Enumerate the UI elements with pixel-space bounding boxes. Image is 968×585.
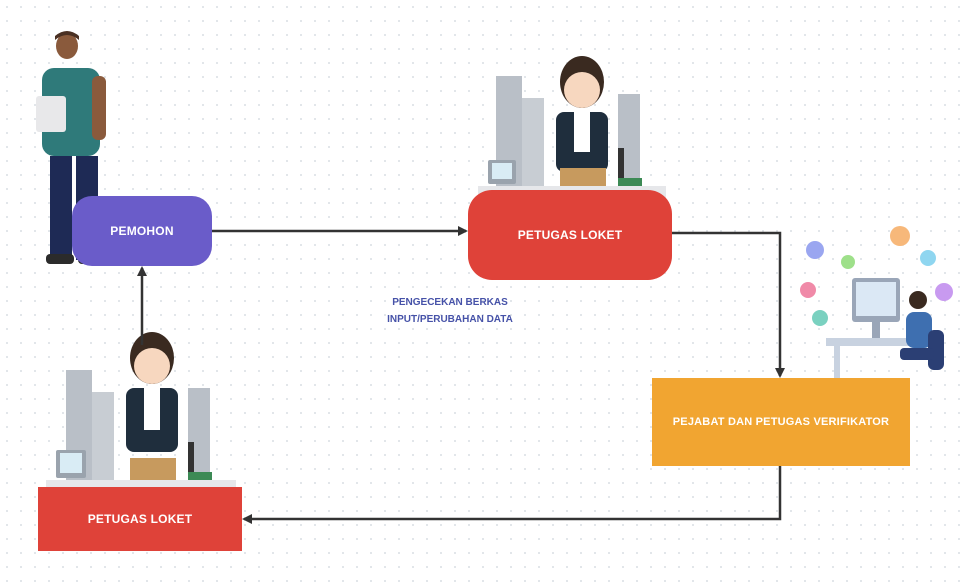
node-verifikator-label: PEJABAT DAN PETUGAS VERIFIKATOR: [672, 416, 890, 428]
edge-verifikator-to-loket-bottom: [242, 466, 782, 524]
node-pemohon-label: PEMOHON: [110, 224, 174, 238]
connector-lines: [137, 226, 785, 524]
verifier-workstation-icon: [800, 226, 953, 392]
node-petugas-loket-bottom: PETUGAS LOKET: [38, 487, 242, 551]
node-verifikator: PEJABAT DAN PETUGAS VERIFIKATOR: [652, 378, 910, 466]
node-pemohon: PEMOHON: [72, 196, 212, 266]
edge-label: PENGECEKAN BERKAS INPUT/PERUBAHAN DATA: [330, 294, 570, 328]
node-petugas-loket-top: PETUGAS LOKET: [468, 190, 672, 280]
clerk-desk-top-icon: [478, 56, 666, 198]
node-petugas-loket-top-label: PETUGAS LOKET: [517, 228, 623, 242]
edge-label-line2: INPUT/PERUBAHAN DATA: [387, 314, 513, 325]
clerk-desk-bottom-icon: [46, 332, 236, 490]
edge-loket-top-to-verifikator: [672, 231, 785, 378]
edge-label-line1: PENGECEKAN BERKAS: [392, 297, 508, 308]
node-petugas-loket-bottom-label: PETUGAS LOKET: [87, 512, 193, 526]
